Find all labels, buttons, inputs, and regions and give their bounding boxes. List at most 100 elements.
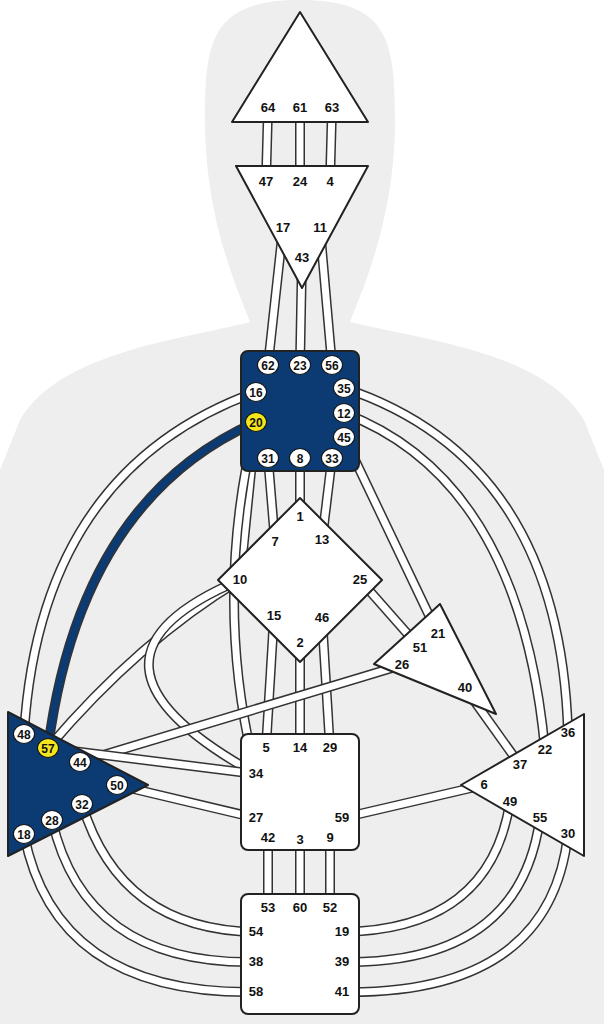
gate-number: 21 <box>431 627 445 641</box>
center-shape <box>241 894 359 1014</box>
channel-fill <box>342 834 568 992</box>
channel <box>48 748 256 774</box>
gate-number: 32 <box>71 794 93 814</box>
gate-number: 47 <box>259 175 273 189</box>
gate-number: 27 <box>249 811 263 825</box>
channel-fill <box>342 802 510 932</box>
gate-number: 54 <box>249 925 263 939</box>
gate-number: 60 <box>293 901 307 915</box>
center-shape <box>461 714 584 856</box>
center-shape <box>8 712 148 856</box>
channel-outline <box>342 785 484 818</box>
gate-number: 49 <box>503 795 517 809</box>
center-square: 5 14 29 34 27 59 42 3 9 <box>240 733 360 851</box>
gate-number: 24 <box>293 175 307 189</box>
center-triangle: 64 61 63 <box>230 10 370 124</box>
channel <box>342 785 484 818</box>
gate-number: 15 <box>267 609 281 623</box>
gate-number: 42 <box>261 831 275 845</box>
gate-number: 23 <box>289 355 311 375</box>
center-triangle: 3622376495530 <box>459 712 586 858</box>
channel <box>24 834 256 992</box>
gate-number: 56 <box>321 355 343 375</box>
channel-outline <box>149 580 256 774</box>
gate-number: 33 <box>321 448 343 468</box>
gate-number: 44 <box>69 752 91 772</box>
center-shape <box>241 734 359 850</box>
gate-number: 17 <box>276 221 290 235</box>
gate-number: 45 <box>333 427 355 447</box>
gate-number: 26 <box>395 658 409 672</box>
channel <box>342 818 540 962</box>
gate-number: 48 <box>13 724 35 744</box>
gate-number: 25 <box>353 573 367 587</box>
gate-number: 12 <box>333 403 355 423</box>
gate-number: 34 <box>249 767 263 781</box>
gate-number: 51 <box>413 641 427 655</box>
gate-number: 5 <box>262 741 269 755</box>
channel <box>149 580 256 774</box>
gate-number: 61 <box>293 101 307 115</box>
gate-number: 59 <box>335 811 349 825</box>
gate-number: 55 <box>533 811 547 825</box>
gate-number: 63 <box>325 101 339 115</box>
gate-number: 7 <box>271 535 278 549</box>
gate-number: 31 <box>257 448 279 468</box>
gate-number: 40 <box>458 681 472 695</box>
channel-fill <box>149 580 256 774</box>
center-shape <box>232 12 368 122</box>
gate-number: 13 <box>315 533 329 547</box>
gate-number: 43 <box>295 251 309 265</box>
channel-fill <box>342 785 484 818</box>
center-triangle: 47 24 4 17 11 43 <box>234 164 370 290</box>
channel-outline <box>342 802 510 932</box>
gate-number: 35 <box>333 378 355 398</box>
gate-number: 50 <box>106 775 128 795</box>
gate-number: 1 <box>296 510 303 524</box>
gate-number: 28 <box>41 810 63 830</box>
center-outline <box>372 602 498 716</box>
center-diamond: 1713102515462 <box>216 496 384 664</box>
gate-number: 52 <box>323 901 337 915</box>
gate-number: 29 <box>323 741 337 755</box>
gate-number: 22 <box>538 743 552 757</box>
channel-fill <box>342 818 540 962</box>
center-shape <box>374 604 496 714</box>
gate-number: 64 <box>261 101 275 115</box>
gate-number: 53 <box>261 901 275 915</box>
center-triangle: 21 51 26 40 <box>372 602 498 716</box>
gate-number: 18 <box>13 824 35 844</box>
gate-number: 14 <box>293 741 307 755</box>
center-shape <box>236 166 368 288</box>
center-square: 62 23 56 35 16 12 20 45 31 8 33 <box>240 350 360 472</box>
center-shape <box>218 498 382 662</box>
gate-number: 11 <box>313 221 327 235</box>
gate-number: 20 <box>245 412 267 432</box>
gate-number: 41 <box>335 985 349 999</box>
gate-number: 2 <box>296 636 303 650</box>
gate-number: 9 <box>326 831 333 845</box>
gate-number: 62 <box>257 355 279 375</box>
gate-number: 19 <box>335 925 349 939</box>
center-square: 536052541938395841 <box>240 893 360 1015</box>
gate-number: 38 <box>249 955 263 969</box>
gate-number: 30 <box>561 827 575 841</box>
gate-number: 3 <box>296 833 303 847</box>
gate-number: 39 <box>335 955 349 969</box>
gate-number: 37 <box>513 758 527 772</box>
channel <box>342 802 510 932</box>
channel-outline <box>24 834 256 992</box>
gate-number: 16 <box>245 382 267 402</box>
gate-number: 10 <box>233 573 247 587</box>
gate-number: 57 <box>37 738 59 758</box>
channel-outline <box>342 834 568 992</box>
channel-outline <box>342 818 540 962</box>
channel-fill <box>48 748 256 774</box>
gate-number: 8 <box>289 448 311 468</box>
channel <box>342 834 568 992</box>
center-triangle: 4857 44 50 32 28 18 <box>6 710 150 858</box>
channel-fill <box>24 834 256 992</box>
gate-number: 4 <box>326 175 333 189</box>
